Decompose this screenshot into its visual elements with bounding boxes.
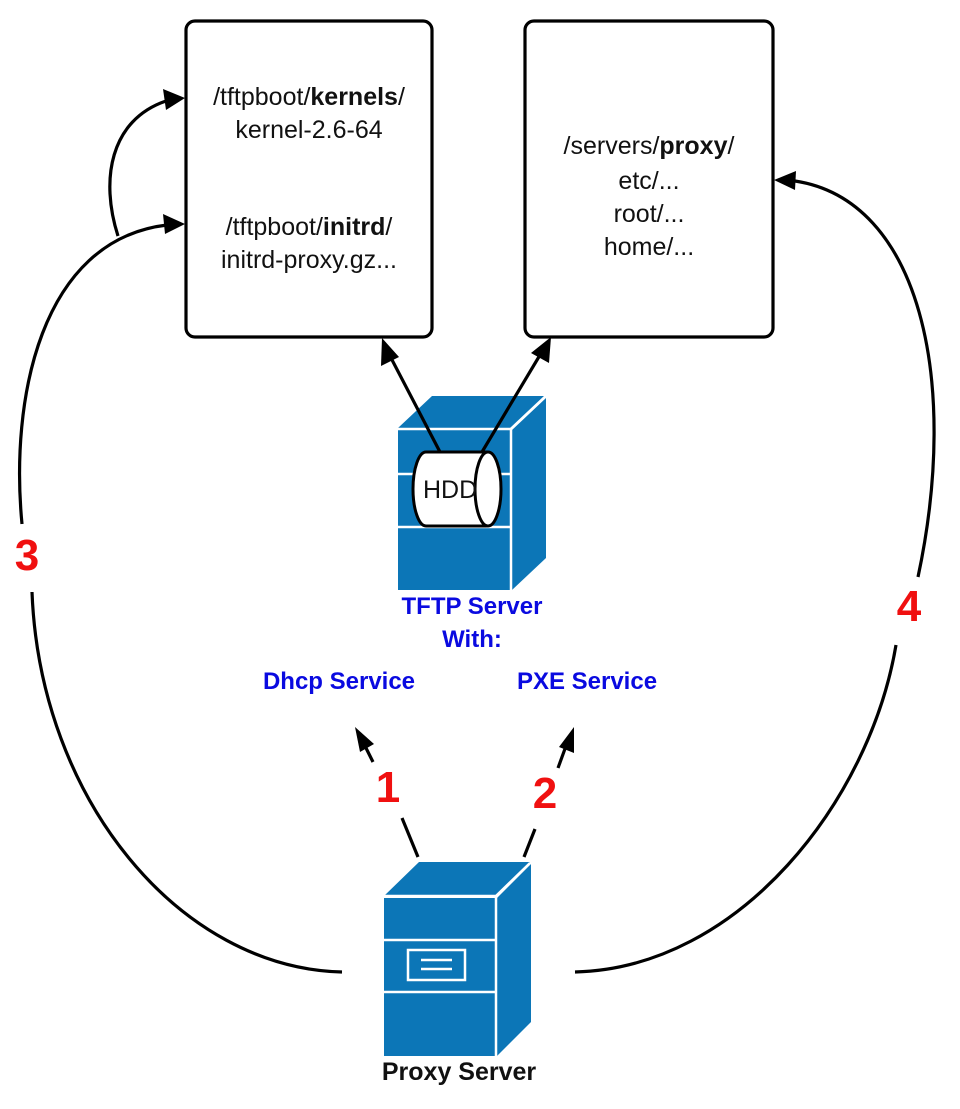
tftpboot-kernels-path: /tftpboot/kernels/ xyxy=(213,83,405,111)
step-4-label: 4 xyxy=(897,582,922,631)
tftp-server-with: With: xyxy=(442,626,502,653)
kernel-loop-curve xyxy=(108,99,167,237)
arrowhead-icon xyxy=(531,337,551,363)
step-3-curve-lower xyxy=(30,591,343,974)
step-2-arrow-lower xyxy=(522,828,537,858)
arrowhead-icon xyxy=(559,727,574,753)
initrd-file: initrd-proxy.gz... xyxy=(221,246,397,274)
servers-proxy-path: /servers/proxy/ xyxy=(564,132,735,160)
hdd-to-servers-arrow xyxy=(480,354,542,453)
arrowhead-icon xyxy=(355,727,374,752)
hdd-label: HDD xyxy=(423,476,477,504)
servers-proxy-box: /servers/proxy/ etc/... root/... home/..… xyxy=(523,19,775,339)
step-3-curve-upper xyxy=(17,223,168,525)
step-2-arrow-upper xyxy=(556,745,568,769)
dhcp-service-label: Dhcp Service xyxy=(263,668,415,695)
pxe-service-label: PXE Service xyxy=(517,668,657,695)
step-4-curve-lower xyxy=(574,644,898,974)
tftp-server-title: TFTP Server xyxy=(402,593,543,620)
proxy-server-icon xyxy=(384,862,531,1056)
tftpboot-initrd-path: /tftpboot/initrd/ xyxy=(226,213,393,241)
kernel-file: kernel-2.6-64 xyxy=(235,116,382,144)
step-4-curve-upper xyxy=(794,179,936,578)
hdd-to-tftpboot-arrow xyxy=(388,355,442,453)
step-3-label: 3 xyxy=(15,531,39,580)
etc-dir: etc/... xyxy=(618,167,679,195)
arrowhead-icon xyxy=(774,171,796,190)
tftpboot-box: /tftpboot/kernels/ kernel-2.6-64 /tftpbo… xyxy=(184,19,434,339)
hdd-icon: HDD xyxy=(411,450,503,528)
arrowhead-icon xyxy=(163,214,185,234)
step-1-label: 1 xyxy=(376,763,400,812)
step-1-arrow-lower xyxy=(400,817,420,858)
step-2-label: 2 xyxy=(533,769,557,818)
home-dir: home/... xyxy=(604,233,694,261)
arrowhead-icon xyxy=(163,89,185,110)
root-dir: root/... xyxy=(614,200,685,228)
proxy-server-label: Proxy Server xyxy=(382,1058,537,1086)
arrowhead-icon xyxy=(381,338,399,366)
